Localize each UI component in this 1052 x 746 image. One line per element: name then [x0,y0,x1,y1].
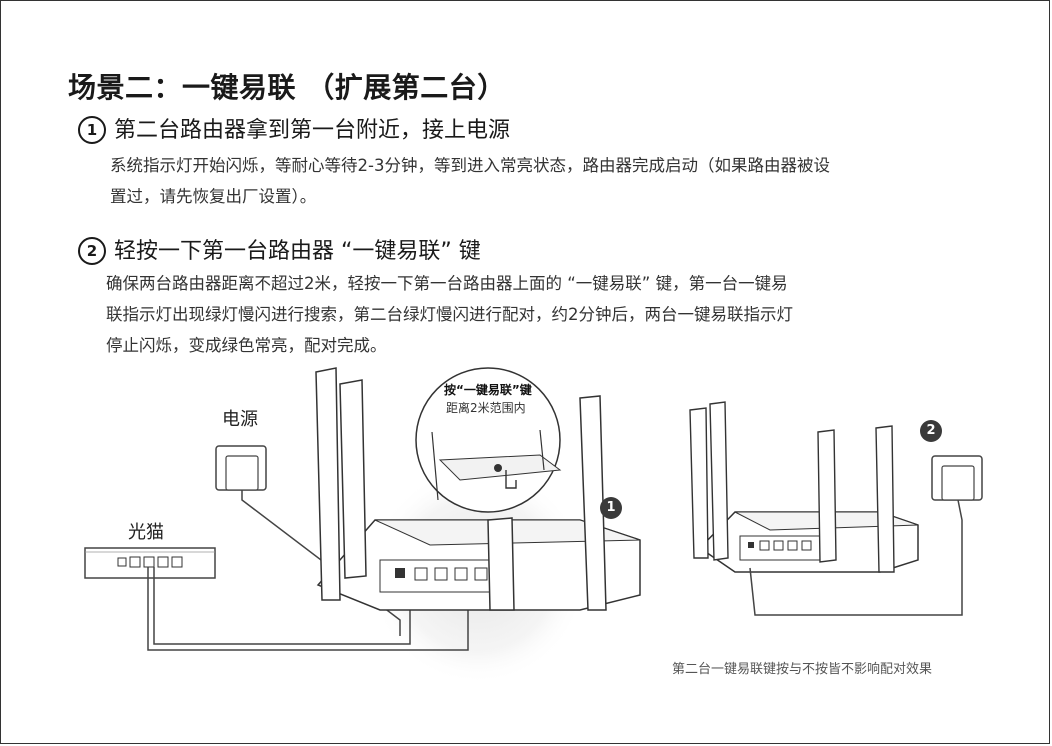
bubble-subtitle: 距离2米范围内 [446,401,526,415]
step2-body-line1: 确保两台路由器距离不超过2米，轻按一下第一台路由器上面的 “一键易联” 键，第一… [106,274,788,293]
router-1 [315,367,641,611]
step2-body: 确保两台路由器距离不超过2米，轻按一下第一台路由器上面的 “一键易联” 键，第一… [106,268,793,361]
router-2-badge: 2 [920,420,942,442]
step1-number: 1 [78,116,106,144]
hand-pointer-icon [505,470,517,489]
step1-body-line1: 系统指示灯开始闪烁，等耐心等待2-3分钟，等到进入常亮状态，路由器完成启动（如果… [110,156,830,175]
bubble-title: 按“一键易联”键 [444,383,532,397]
zoom-bubble [415,367,562,513]
step1-body-line2: 置过，请先恢复出厂设置）。 [110,187,317,206]
step2-heading-text: 轻按一下第一台路由器 “一键易联” 键 [114,239,481,264]
step1-heading-text: 第二台路由器拿到第一台附近，接上电源 [114,118,511,143]
lan-cable [147,567,469,651]
page-title: 场景二：一键易联 （扩展第二台） [68,71,506,104]
step2-body-line3: 停止闪烁，变成绿色常亮，配对完成。 [106,336,387,355]
power-adapter-2-icon [749,455,983,616]
step2-heading: 2 轻按一下第一台路由器 “一键易联” 键 [78,233,481,265]
modem-label: 光猫 [128,522,164,543]
step1-heading: 1 第二台路由器拿到第一台附近，接上电源 [78,112,510,144]
router-1-badge: 1 [600,497,622,519]
step1-body: 系统指示灯开始闪烁，等耐心等待2-3分钟，等到进入常亮状态，路由器完成启动（如果… [110,150,830,212]
footnote: 第二台一键易联键按与不按皆不影响配对效果 [672,662,933,677]
router-2 [689,401,919,573]
power-cable [153,567,411,645]
power-label: 电源 [222,409,258,430]
modem-icon [84,547,216,579]
step2-body-line2: 联指示灯出现绿灯慢闪进行搜索，第二台绿灯慢闪进行配对，约2分钟后，两台一键易联指… [106,305,793,324]
step2-number: 2 [78,237,106,265]
power-adapter-icon [215,445,401,636]
